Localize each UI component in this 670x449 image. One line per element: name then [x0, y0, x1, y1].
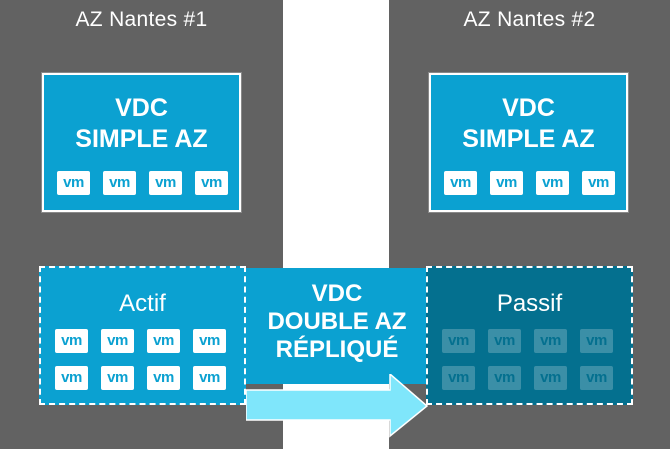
vm-icon: vm [149, 171, 182, 195]
vm-icon: vm [147, 329, 180, 353]
vm-icon: vm [490, 171, 523, 195]
az-nantes-1-title: AZ Nantes #1 [75, 8, 208, 31]
vm-icon: vm [534, 366, 567, 390]
vm-icon: vm [582, 171, 615, 195]
vm-icon: vm [488, 329, 521, 353]
vm-icon: vm [534, 329, 567, 353]
active-label: Actif [119, 290, 166, 317]
passive-label: Passif [496, 290, 563, 317]
vm-icon: vm [57, 171, 90, 195]
vdc-simple-az-2-title: VDC SIMPLE AZ [431, 93, 626, 155]
vm-icon: vm [580, 366, 613, 390]
vdc-simple-az-1-line1: VDC [115, 94, 168, 122]
vm-icon: vm [442, 366, 475, 390]
vm-row: vm vm vm vm [442, 329, 613, 353]
vm-icon: vm [101, 329, 134, 353]
vm-icon: vm [536, 171, 569, 195]
vm-icon: vm [195, 171, 228, 195]
vm-icon: vm [101, 366, 134, 390]
vdc-double-az-line3: RÉPLIQUÉ [275, 336, 399, 363]
vm-icon: vm [580, 329, 613, 353]
vm-icon: vm [55, 366, 88, 390]
vm-row: vm vm vm vm [57, 171, 228, 195]
vdc-double-az-band [246, 268, 428, 384]
vdc-simple-az-2: VDC SIMPLE AZ vm vm vm vm [429, 73, 628, 212]
vdc-simple-az-1: VDC SIMPLE AZ vm vm vm vm [42, 73, 241, 212]
vdc-simple-az-1-line2: SIMPLE AZ [75, 125, 208, 153]
vdc-double-az-line2: DOUBLE AZ [267, 308, 407, 335]
vdc-simple-az-2-line1: VDC [502, 94, 555, 122]
vm-icon: vm [442, 329, 475, 353]
active-replica-box: Actif vm vm vm vm vm vm vm vm [39, 266, 246, 405]
vm-icon: vm [147, 366, 180, 390]
vm-icon: vm [103, 171, 136, 195]
vdc-double-az-line1: VDC [311, 280, 363, 307]
vdc-simple-az-2-line2: SIMPLE AZ [462, 125, 595, 153]
passive-replica-box: Passif vm vm vm vm vm vm vm vm [426, 266, 633, 405]
vm-icon: vm [193, 366, 226, 390]
vm-icon: vm [444, 171, 477, 195]
vdc-double-az-title: VDC DOUBLE AZ RÉPLIQUÉ [246, 280, 428, 364]
vm-row: vm vm vm vm [55, 366, 226, 390]
vm-icon: vm [55, 329, 88, 353]
vm-icon: vm [193, 329, 226, 353]
replication-arrow-icon [246, 374, 428, 438]
vm-icon: vm [488, 366, 521, 390]
vm-row: vm vm vm vm [444, 171, 615, 195]
az-nantes-2-title: AZ Nantes #2 [463, 8, 596, 31]
vdc-simple-az-1-title: VDC SIMPLE AZ [44, 93, 239, 155]
vm-row: vm vm vm vm [55, 329, 226, 353]
vm-row: vm vm vm vm [442, 366, 613, 390]
